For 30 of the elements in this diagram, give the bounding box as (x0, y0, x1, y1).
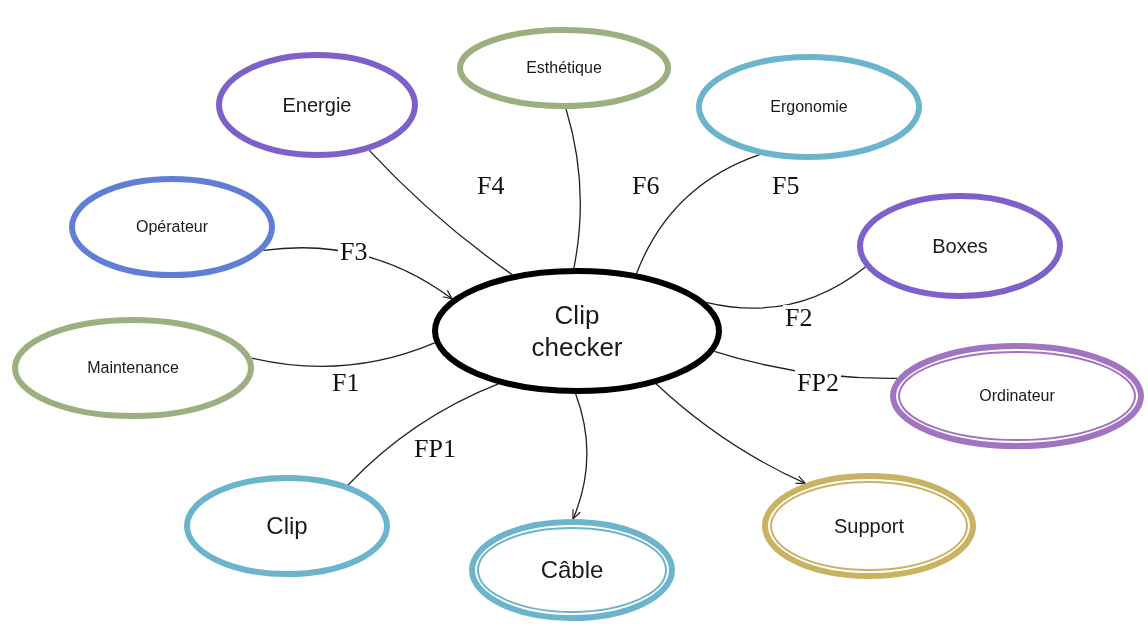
connector-line (705, 266, 867, 309)
connector-line (251, 342, 436, 367)
ellipse-node (695, 53, 923, 161)
ellipse-node (761, 472, 977, 580)
ellipse-node (215, 51, 419, 159)
ellipse-node (11, 316, 255, 420)
node-label: Clip checker (530, 298, 624, 364)
connector-line (565, 108, 581, 269)
node-label: Boxes (931, 233, 989, 259)
node-label: Ergonomie (769, 97, 849, 117)
node-label: Maintenance (86, 358, 180, 378)
ellipse-node (456, 26, 672, 110)
ellipse-node (68, 175, 276, 279)
ellipse-node (468, 518, 676, 622)
connector-line (572, 393, 588, 520)
node-label: Support (832, 513, 906, 539)
node-label: Esthétique (525, 58, 603, 78)
node-label: Câble (539, 555, 605, 585)
ellipse-node (856, 192, 1064, 300)
connector-line (368, 149, 513, 276)
node-label: Energie (281, 92, 353, 118)
ellipse-node (889, 342, 1145, 450)
node-label: Ordinateur (978, 386, 1056, 406)
connector-line (655, 383, 806, 485)
node-label: Clip (265, 511, 309, 541)
ellipse-node (183, 474, 391, 578)
connector-line (635, 154, 761, 275)
connector-line (347, 383, 499, 486)
ellipse-node (431, 267, 723, 395)
node-label: Opérateur (134, 217, 209, 237)
